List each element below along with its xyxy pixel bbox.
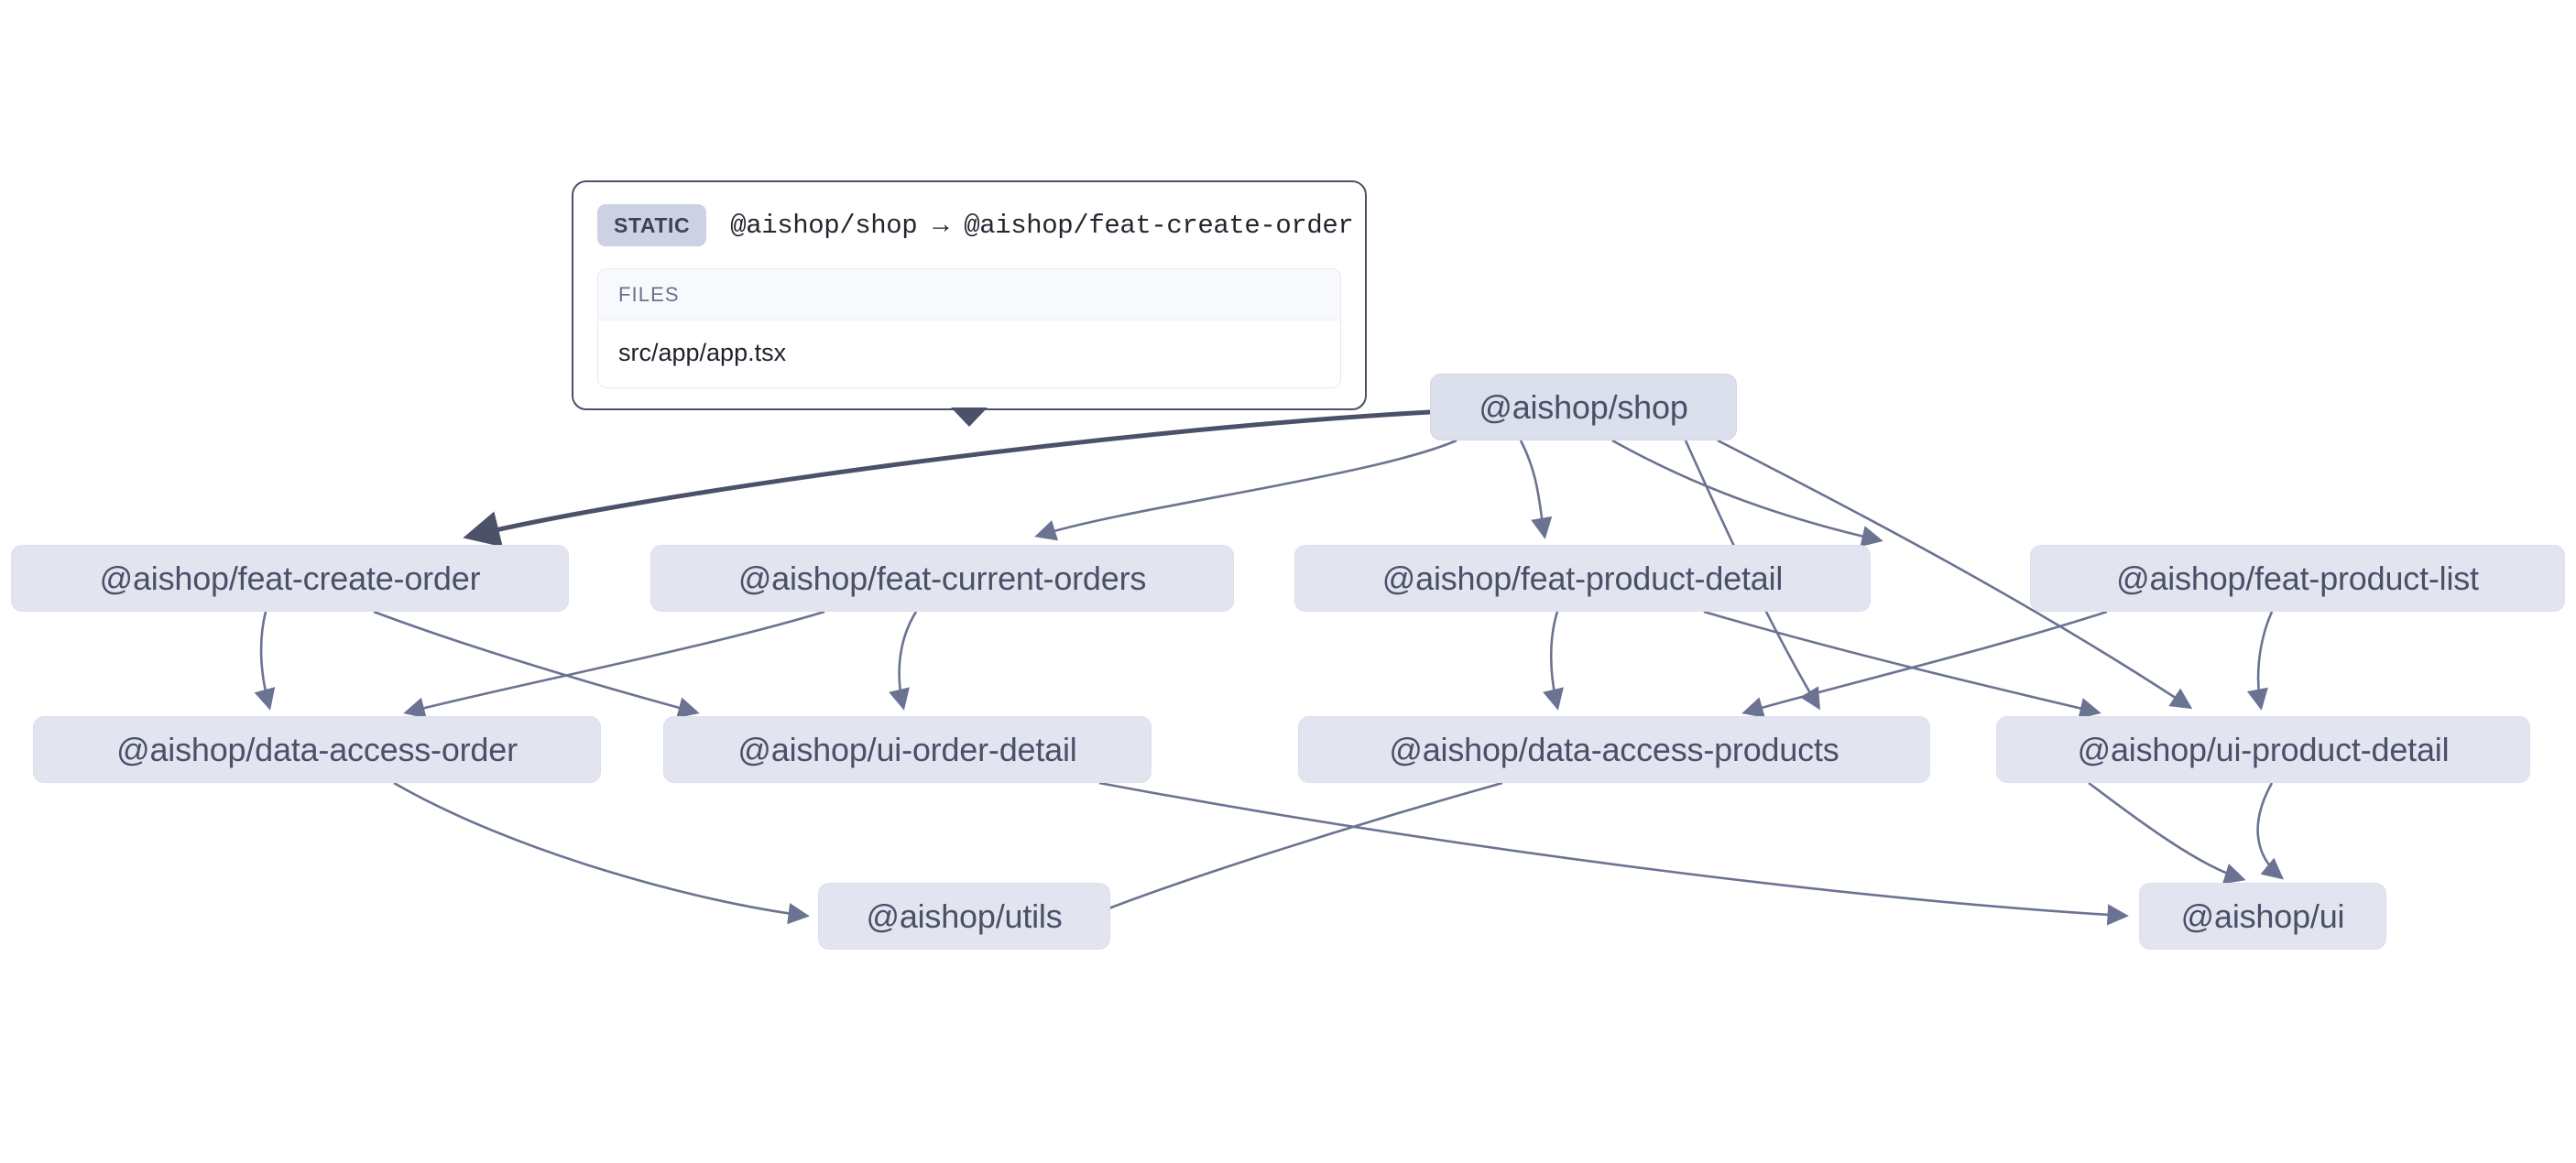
files-table: FILES src/app/app.tsx: [597, 268, 1341, 388]
tooltip-title: @aishop/shop → @aishop/feat-create-order: [730, 210, 1354, 241]
edge-feat-create-order-to-ui-order-detail[interactable]: [373, 610, 700, 719]
graph-node-label: @aishop/ui-order-detail: [737, 730, 1077, 768]
graph-node-ui-product-detail[interactable]: @aishop/ui-product-detail: [1996, 716, 2530, 783]
graph-node-data-access-products[interactable]: @aishop/data-access-products: [1298, 716, 1930, 783]
tooltip-pointer-icon: [951, 408, 988, 427]
graph-node-label: @aishop/feat-product-list: [2116, 559, 2479, 597]
edges-group: [254, 409, 2285, 926]
graph-node-data-access-order[interactable]: @aishop/data-access-order: [33, 716, 601, 783]
graph-node-utils[interactable]: @aishop/utils: [818, 883, 1110, 950]
edge-shop-to-feat-product-detail[interactable]: [1519, 440, 1553, 539]
tooltip-header: STATIC @aishop/shop → @aishop/feat-creat…: [597, 204, 1354, 246]
graph-node-feat-product-list[interactable]: @aishop/feat-product-list: [2030, 545, 2565, 612]
graph-node-label: @aishop/ui-product-detail: [2077, 730, 2450, 768]
edge-ui-product-detail-to-ui[interactable]: [2256, 782, 2285, 880]
edge-data-access-order-to-utils[interactable]: [393, 781, 810, 925]
graph-node-label: @aishop/data-access-products: [1389, 730, 1839, 768]
file-list-item: src/app/app.tsx: [618, 339, 787, 366]
graph-node-label: @aishop/feat-create-order: [99, 559, 481, 597]
edge-detail-tooltip: STATIC @aishop/shop → @aishop/feat-creat…: [572, 180, 1367, 427]
edge-feat-current-orders-to-data-access-order[interactable]: [403, 610, 825, 719]
graph-node-label: @aishop/data-access-order: [116, 730, 518, 768]
edge-feat-current-orders-to-ui-order-detail[interactable]: [889, 611, 918, 711]
graph-node-label: @aishop/feat-product-detail: [1381, 559, 1784, 597]
edge-ui-order-detail-to-ui[interactable]: [1098, 781, 2129, 926]
graph-node-ui-order-detail[interactable]: @aishop/ui-order-detail: [663, 716, 1152, 783]
files-table-header: FILES: [598, 269, 1340, 321]
graph-node-label: @aishop/utils: [866, 897, 1063, 935]
edge-data-access-products-to-utils[interactable]: [1086, 781, 1503, 919]
graph-node-label: @aishop/ui: [2180, 897, 2345, 935]
edge-shop-to-feat-current-orders[interactable]: [1034, 439, 1457, 541]
graph-node-ui[interactable]: @aishop/ui: [2139, 883, 2386, 950]
edge-feat-product-list-to-ui-product-detail[interactable]: [2246, 611, 2274, 711]
graph-node-shop[interactable]: @aishop/shop: [1430, 374, 1737, 440]
graph-node-label: @aishop/shop: [1479, 387, 1688, 426]
graph-node-feat-product-detail[interactable]: @aishop/feat-product-detail: [1294, 545, 1871, 612]
edge-feat-product-detail-to-data-access-products[interactable]: [1543, 611, 1564, 711]
edge-feat-create-order-to-data-access-order[interactable]: [254, 611, 276, 711]
edge-shop-to-ui-product-detail[interactable]: [1717, 439, 2193, 710]
edge-shop-to-feat-create-order[interactable]: [463, 409, 1431, 548]
edge-feat-product-list-to-data-access-products[interactable]: [1741, 610, 2108, 718]
edge-ui-product-detail-to-ui[interactable]: [2088, 781, 2246, 885]
graph-node-feat-current-orders[interactable]: @aishop/feat-current-orders: [650, 545, 1234, 612]
graph-node-label: @aishop/feat-current-orders: [737, 559, 1147, 597]
edge-feat-product-detail-to-ui-product-detail[interactable]: [1703, 610, 2101, 719]
edge-shop-to-feat-product-list[interactable]: [1611, 439, 1883, 548]
graph-node-feat-create-order[interactable]: @aishop/feat-create-order: [11, 545, 569, 612]
dependency-type-badge: STATIC: [597, 204, 707, 246]
